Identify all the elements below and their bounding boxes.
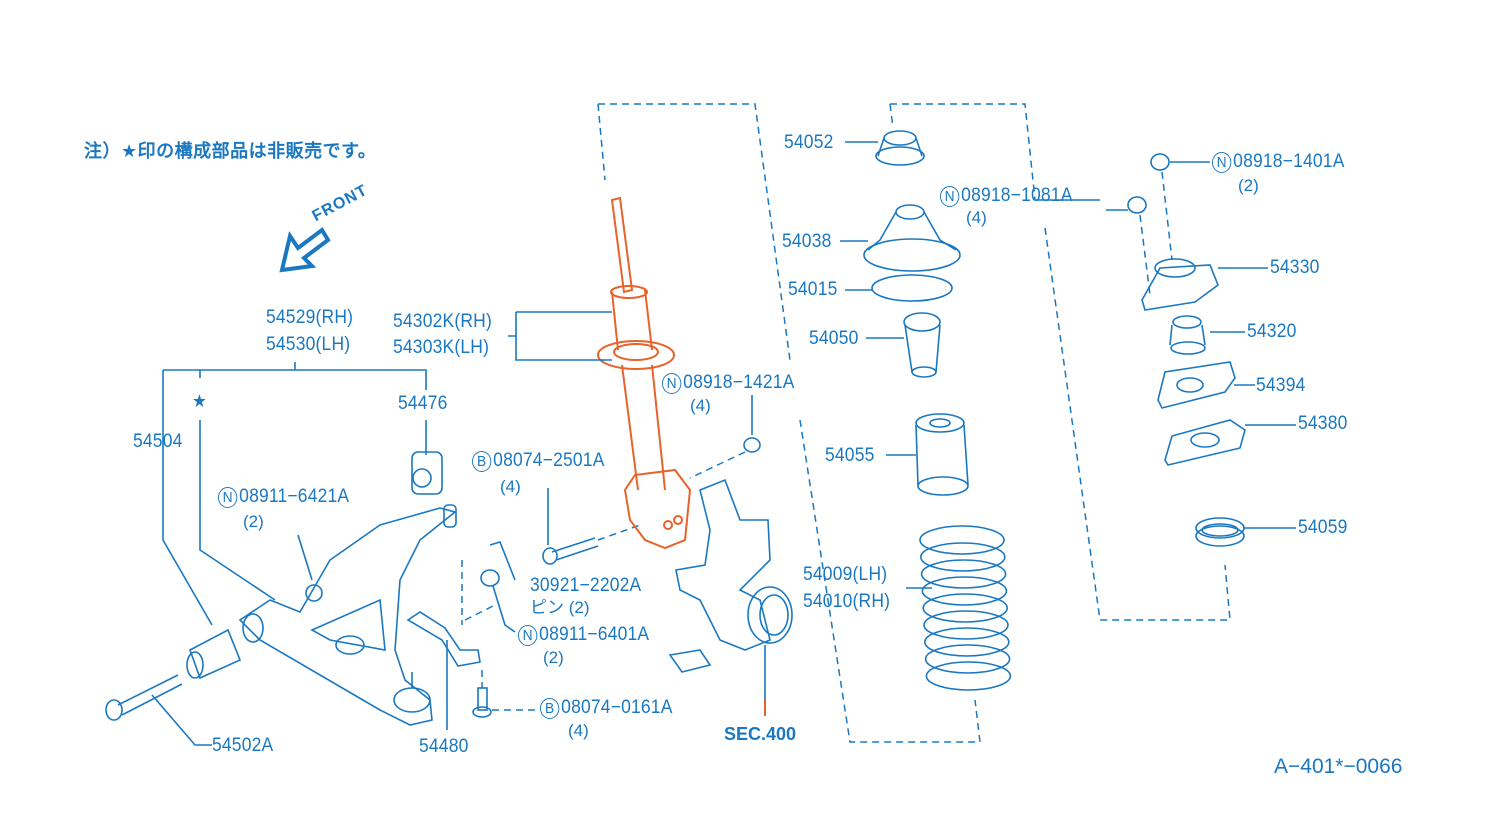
stabilizer-bushing-54476 xyxy=(411,451,443,495)
bound-bumper-54050 xyxy=(866,312,941,378)
bolt-08074-0161a xyxy=(472,670,540,718)
spring-coil-turn xyxy=(920,559,1007,589)
qty-08918-1081a: (4) xyxy=(966,208,987,227)
part-label-54394[interactable]: 54394 xyxy=(1256,375,1306,396)
pin-qty-label: ピン (2) xyxy=(530,598,590,617)
rubber-seat-54015 xyxy=(845,274,953,302)
bound-bumper-seat-54052 xyxy=(845,130,925,166)
nut-08911-6421a xyxy=(297,534,323,602)
steering-knuckle xyxy=(668,478,793,716)
mount-insulator-54320 xyxy=(1169,315,1245,355)
upper-mount-54330 xyxy=(1141,258,1268,311)
part-label-54052[interactable]: 54052 xyxy=(784,132,834,153)
part-label-54502a[interactable]: 54502A xyxy=(212,735,274,756)
bolt-marker-icon: B xyxy=(540,698,560,719)
part-number: 08911−6421A xyxy=(239,486,350,507)
part-label-54010[interactable]: 54010(RH) xyxy=(803,591,891,612)
strut-54302k-highlighted xyxy=(597,196,692,550)
stabilizer-clamp-54480 xyxy=(406,560,481,730)
part-label-54050[interactable]: 54050 xyxy=(809,328,859,349)
spring-seat-54038 xyxy=(840,204,961,272)
spacer-54059 xyxy=(1195,517,1296,547)
gasket-54394 xyxy=(1157,361,1255,409)
qty-08918-1401a: (2) xyxy=(1238,176,1259,195)
bolt-08074-2501a xyxy=(542,488,641,565)
coil-spring-54009 xyxy=(919,525,1012,691)
part-label-54530[interactable]: 54530(LH) xyxy=(266,334,351,355)
part-label-54476[interactable]: 54476 xyxy=(398,393,448,414)
strut-leader-lines xyxy=(508,311,612,361)
part-label-54529[interactable]: 54529(RH) xyxy=(266,307,354,328)
non-sale-note: 注）★印の構成部品は非販売です。 xyxy=(84,141,377,161)
diagram-code: A−401*−0066 xyxy=(1274,755,1403,778)
part-label-54480[interactable]: 54480 xyxy=(419,736,469,757)
qty-08911-6401a: (2) xyxy=(543,648,564,667)
arm-bushing xyxy=(186,628,242,680)
qty-08918-1421a: (4) xyxy=(690,396,711,415)
part-number: 08918−1081A xyxy=(961,185,1073,206)
part-number: 08074−0161A xyxy=(561,697,673,718)
part-number: 08074−2501A xyxy=(493,450,605,471)
non-sale-star-icon: ★ xyxy=(192,391,208,411)
part-label-54302k[interactable]: 54302K(RH) xyxy=(393,311,493,332)
nut-marker-icon: N xyxy=(218,487,238,508)
part-number: 08918−1401A xyxy=(1233,151,1345,172)
part-label-30921-2202a[interactable]: 30921−2202A xyxy=(530,575,642,596)
part-label-54038[interactable]: 54038 xyxy=(782,231,832,252)
part-label-54320[interactable]: 54320 xyxy=(1247,321,1297,342)
nut-marker-icon: N xyxy=(940,186,960,207)
upper-mount-dashed-outline xyxy=(889,103,1231,621)
part-label-54009[interactable]: 54009(LH) xyxy=(803,564,888,585)
qty-08074-0161a: (4) xyxy=(568,721,589,740)
spring-coil-turn xyxy=(923,610,1009,640)
qty-08074-2501a: (4) xyxy=(500,477,521,496)
bumper-cover-54055 xyxy=(886,413,969,496)
strut-assembly-dashed-outline xyxy=(597,103,981,743)
nut-08918-1401a xyxy=(1150,153,1210,261)
part-number: 08918−1421A xyxy=(683,372,795,393)
part-label-54330[interactable]: 54330 xyxy=(1270,257,1320,278)
spring-coil-turn xyxy=(924,644,1011,674)
mount-plate-54380 xyxy=(1164,419,1296,466)
spring-coil-turn xyxy=(922,593,1009,623)
nut-marker-icon: N xyxy=(1212,152,1232,173)
bolt-54502a xyxy=(105,674,212,746)
control-arm-leader-lines xyxy=(162,362,427,626)
part-label-54504[interactable]: 54504 xyxy=(133,431,183,452)
spring-coil-turn xyxy=(921,576,1008,606)
spring-coil-turn xyxy=(925,661,1012,691)
part-label-54303k[interactable]: 54303K(LH) xyxy=(393,337,490,358)
nut-08918-1421a xyxy=(689,395,761,479)
nut-08918-1081a xyxy=(1106,196,1151,296)
bolt-marker-icon: B xyxy=(472,451,492,472)
part-number: 08911−6401A xyxy=(539,624,650,645)
nut-marker-icon: N xyxy=(518,625,538,646)
spring-coil-turn xyxy=(923,627,1010,657)
part-label-54380[interactable]: 54380 xyxy=(1298,413,1348,434)
front-arrow-icon xyxy=(279,227,331,273)
part-label-54059[interactable]: 54059 xyxy=(1298,517,1348,538)
qty-08911-6421a: (2) xyxy=(243,512,264,531)
spring-coil-turn xyxy=(919,542,1006,572)
nut-marker-icon: N xyxy=(662,373,682,394)
lower-control-arm-54504 xyxy=(238,504,457,726)
part-label-54055[interactable]: 54055 xyxy=(825,445,875,466)
section-reference-link[interactable]: SEC.400 xyxy=(724,724,797,744)
part-label-54015[interactable]: 54015 xyxy=(788,279,838,300)
pin-30921-2202a xyxy=(464,541,516,633)
spring-coil-turn xyxy=(919,525,1005,555)
